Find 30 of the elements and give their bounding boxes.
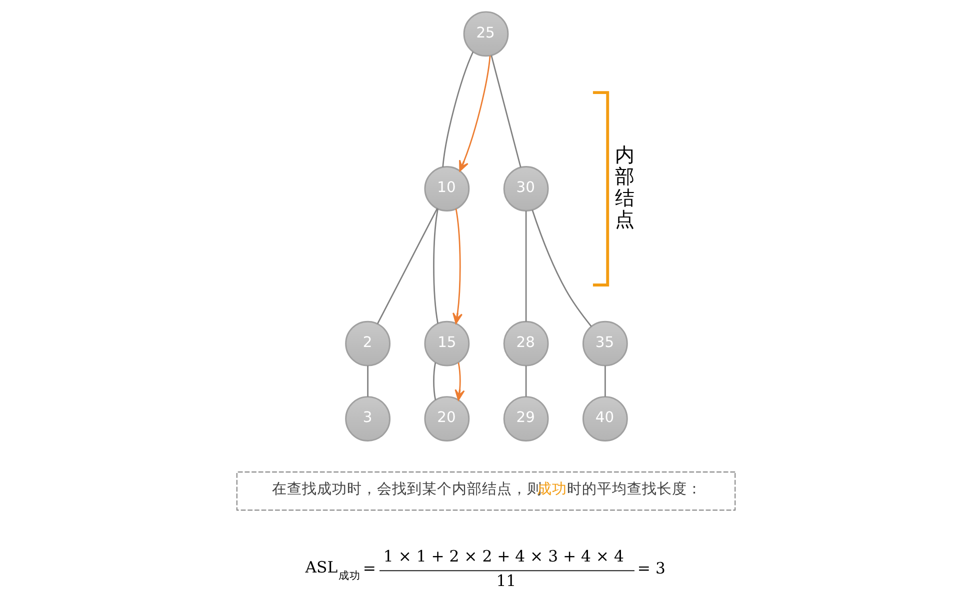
node-circle: 3 (345, 396, 391, 442)
connector (490, 55, 522, 168)
connector (604, 366, 606, 397)
arrow (459, 56, 491, 172)
node-circle: 35 (582, 320, 628, 366)
connector (442, 52, 474, 168)
connector (433, 362, 436, 400)
node-circle: 29 (503, 396, 549, 442)
connector (525, 366, 527, 397)
node-circle: 20 (424, 396, 470, 442)
node-circle: 10 (424, 166, 470, 212)
node-circle: 25 (463, 11, 509, 57)
arrow (452, 208, 463, 324)
connector (367, 366, 368, 397)
label: 1 × 1 + 2 × 2 + 4 × 3 + 4 × 4 (383, 548, 624, 566)
label: = 3 (637, 559, 666, 578)
label: = (362, 559, 376, 578)
connector (376, 208, 438, 324)
node-circle: 40 (582, 396, 628, 442)
node-circle: 30 (503, 166, 549, 212)
connector (433, 208, 439, 324)
label: 11 (496, 572, 516, 590)
label: ASL$_{成功}$ (305, 558, 360, 582)
connector (525, 211, 527, 322)
node-circle: 15 (424, 320, 470, 366)
node-circle: 2 (345, 320, 391, 366)
arrow (454, 362, 465, 401)
node-circle: 28 (503, 320, 549, 366)
label: 内部结点 (614, 143, 635, 231)
connector (532, 210, 592, 327)
